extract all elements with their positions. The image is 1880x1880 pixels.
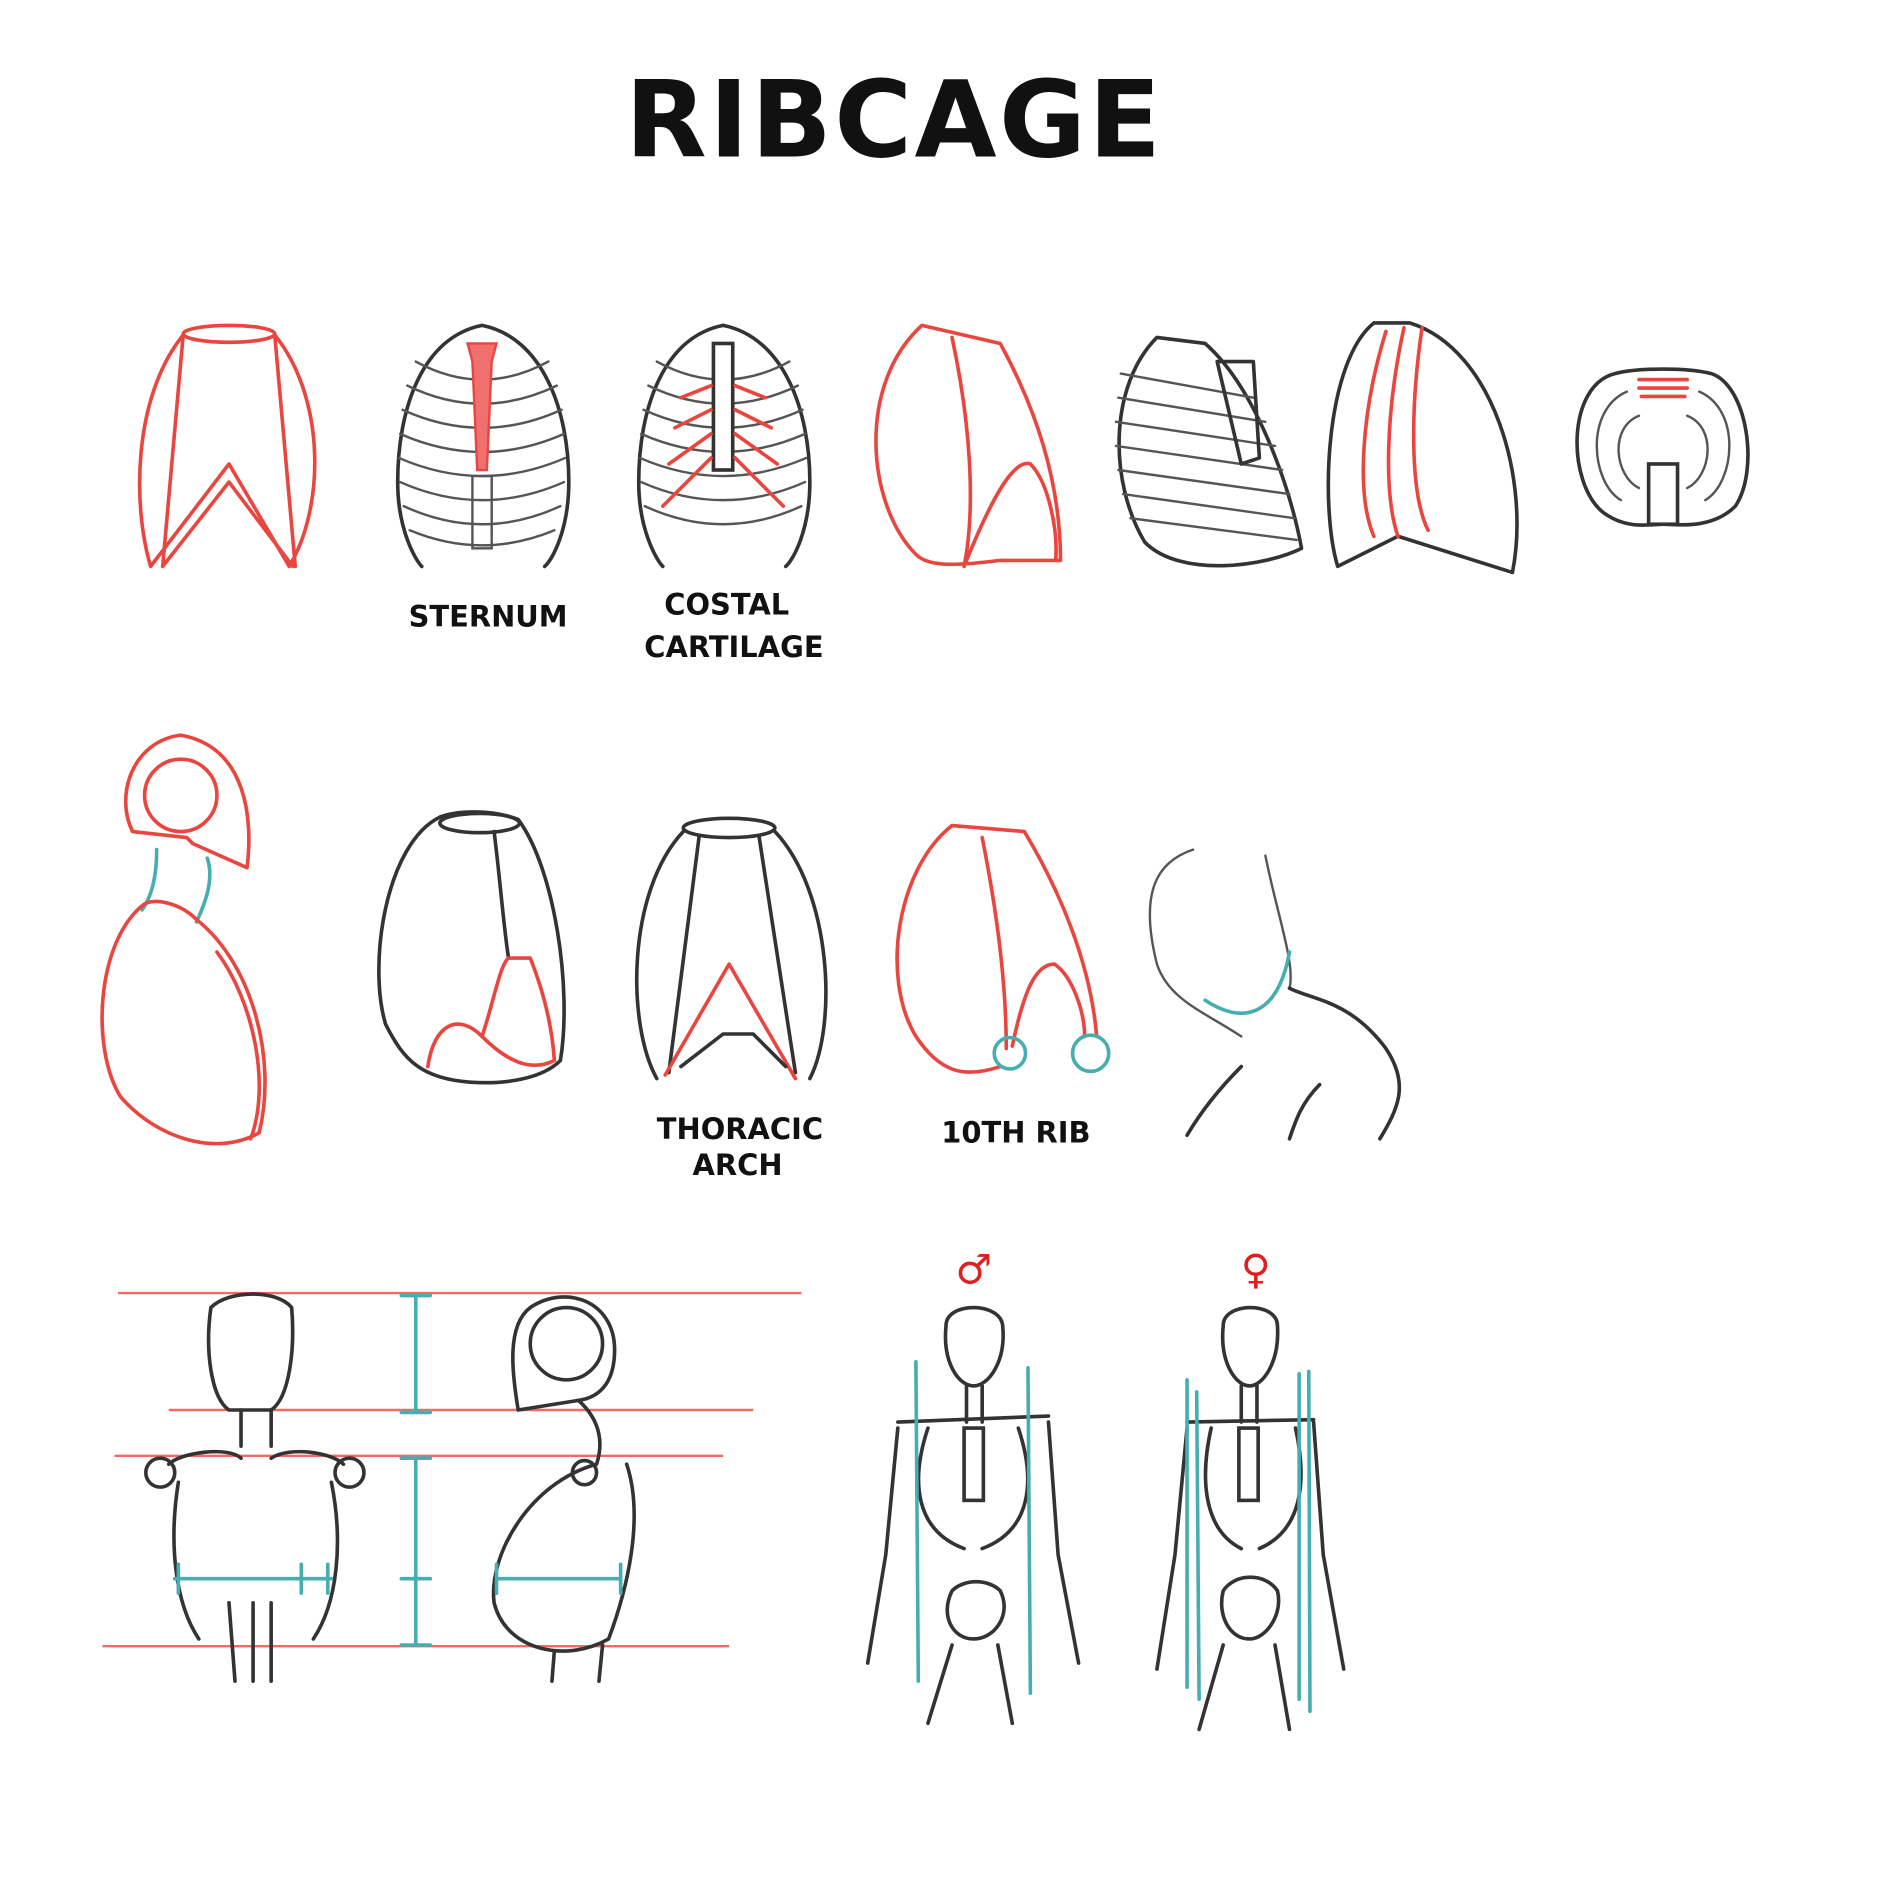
ribcage-box-three-quarter [874, 323, 1063, 569]
label-costal-2: CARTILAGE [644, 630, 823, 664]
label-10th-rib: 10TH RIB [941, 1115, 1090, 1149]
female-symbol: ♀ [1241, 1245, 1271, 1293]
ribcage-costal-cartilage-drawing [636, 323, 812, 569]
head-ribcage-mannequin [100, 733, 267, 1146]
mannequin-front [144, 1292, 366, 1683]
label-costal-1: COSTAL [664, 588, 789, 622]
male-symbol: ♂ [955, 1245, 992, 1293]
label-sternum: STERNUM [409, 600, 568, 634]
ribcage-sternum-drawing [395, 323, 571, 569]
ribcage-thoracic-arch [634, 816, 828, 1081]
mannequin-side [491, 1295, 636, 1683]
ribcage-top-view [1575, 367, 1750, 527]
label-thoracic-2: ARCH [693, 1148, 783, 1182]
torso-side-sketch [1148, 848, 1402, 1141]
ribcage-box-side [1326, 321, 1519, 575]
male-skeleton: ♂ [865, 1245, 1081, 1726]
page-title: RIBCAGE [625, 60, 1163, 183]
ribcage-10th-rib [895, 823, 1111, 1074]
ribcage-box-tilted [377, 810, 566, 1085]
female-skeleton: ♀ [1155, 1245, 1346, 1732]
ribcage-box-front [137, 323, 317, 569]
ribcage-side-drawing [1114, 335, 1304, 568]
label-thoracic-1: THORACIC [657, 1112, 823, 1146]
